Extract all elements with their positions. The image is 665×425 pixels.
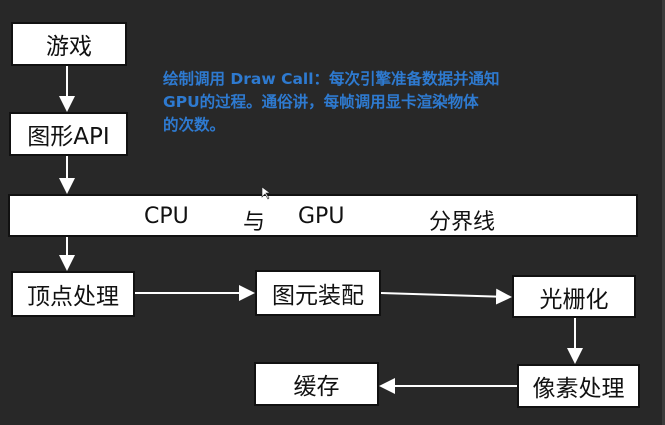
mouse-cursor-icon [261, 186, 271, 200]
pixel-processing-box: 像素处理 [517, 364, 640, 408]
draw-call-note: 绘制调用 Draw Call：每次引擎准备数据并通知 GPU的过程。通俗讲，每帧… [163, 68, 613, 137]
primitive-assembly-label: 图元装配 [272, 283, 364, 309]
buffer-box: 缓存 [254, 362, 379, 406]
game-label: 游戏 [46, 34, 92, 60]
arrow-primitive-to-raster [380, 288, 512, 305]
note-line-2: GPU的过程。通俗讲，每帧调用显卡渲染物体 [163, 93, 479, 111]
primitive-assembly-box: 图元装配 [255, 270, 381, 316]
note-line-3: 的次数。 [163, 116, 226, 134]
divider-with-label: 与 [243, 210, 266, 235]
divider-gpu-label: GPU [298, 204, 345, 229]
graphics-api-box: 图形API [9, 112, 128, 156]
rasterization-box: 光栅化 [512, 275, 636, 318]
vertex-processing-label: 顶点处理 [27, 284, 119, 310]
game-box: 游戏 [11, 22, 127, 66]
buffer-label: 缓存 [293, 374, 340, 400]
window-edge [662, 0, 665, 425]
note-line-1: 绘制调用 Draw Call：每次引擎准备数据并通知 [163, 70, 500, 88]
vertex-processing-box: 顶点处理 [11, 271, 135, 317]
graphics-api-label: 图形API [27, 124, 110, 150]
pixel-processing-label: 像素处理 [532, 376, 625, 402]
divider-cpu-label: CPU [144, 204, 189, 229]
divider-boundary-label: 分界线 [429, 210, 496, 235]
cpu-gpu-divider-box: CPU 与 GPU 分界线 [8, 194, 638, 237]
rasterization-label: 光栅化 [539, 286, 609, 313]
